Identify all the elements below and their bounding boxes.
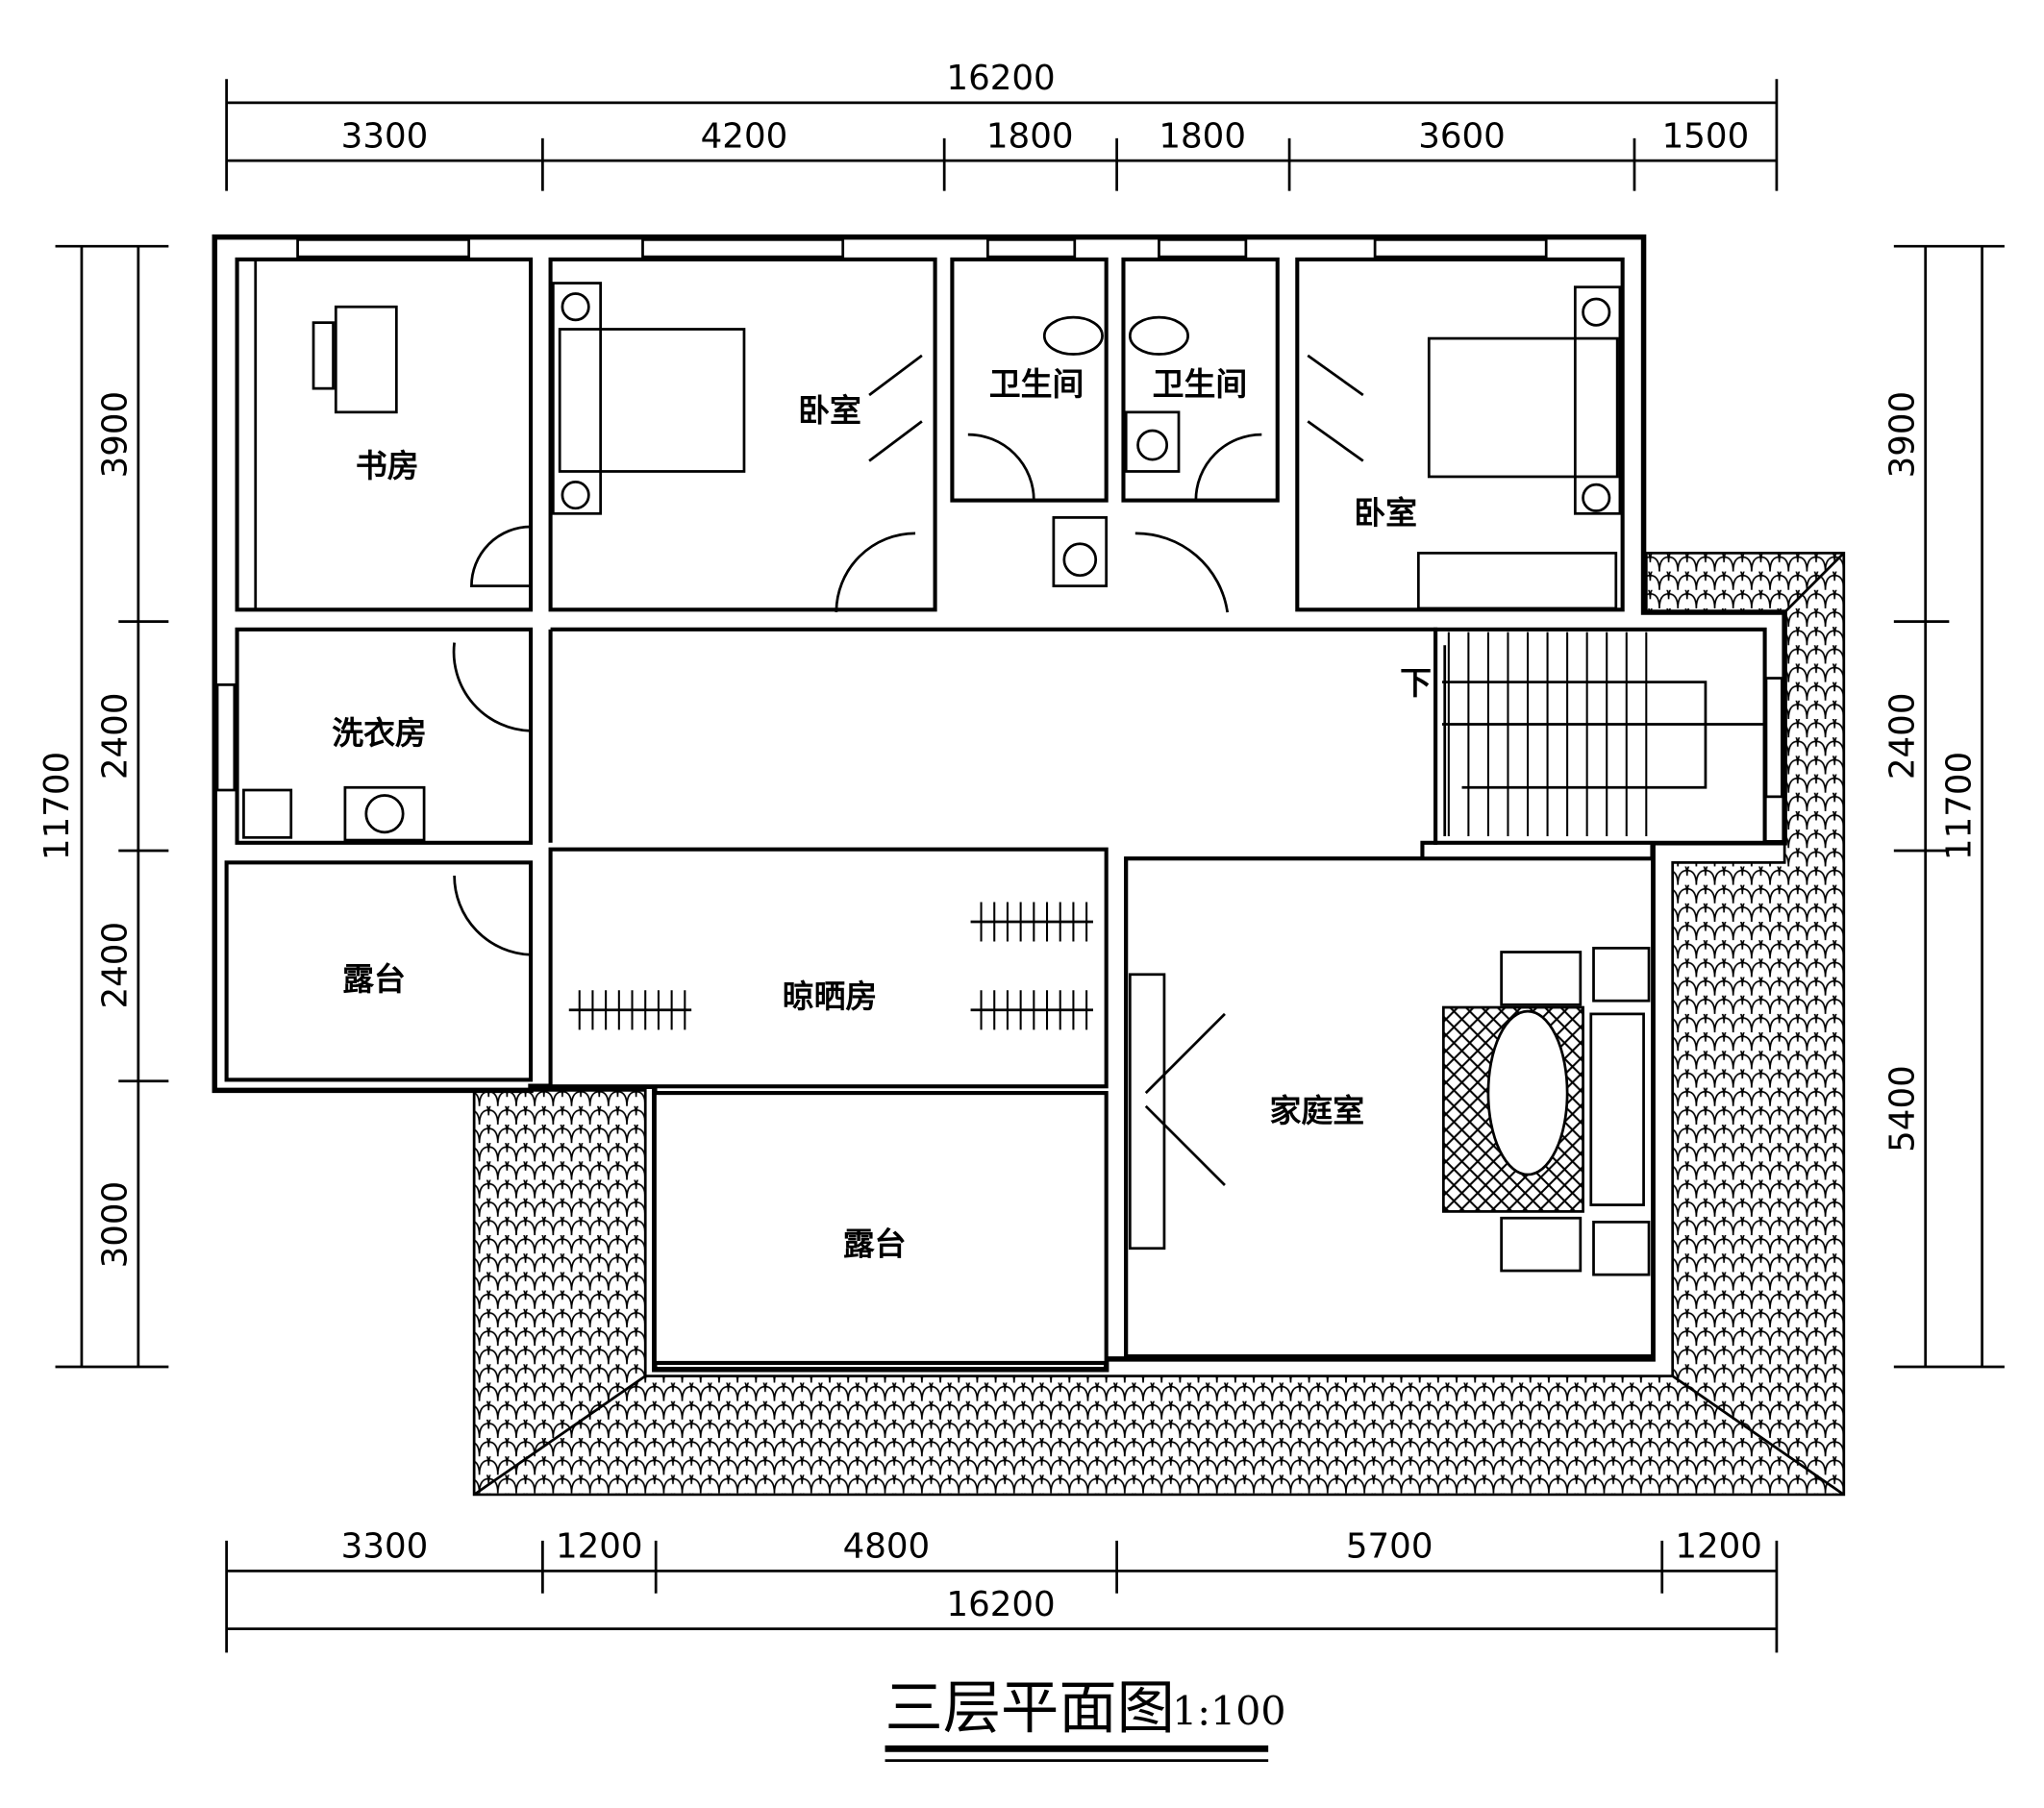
bed-icon [1427,336,1619,479]
bed-icon [558,328,746,473]
sink-icon [1052,516,1109,588]
label-bedroom-1: 卧室 [798,391,861,429]
basin-icon [343,785,426,842]
dim-left: 2400 [96,693,136,780]
doors [452,354,1364,1186]
washer-icon [242,788,293,839]
dim-top: 4200 [701,116,788,156]
label-family: 家庭室 [1270,1092,1365,1129]
room-terrace-2 [652,1091,1109,1365]
dimension-bottom: 3300 1200 4800 5700 1200 16200 [225,1527,1779,1653]
toilet-icon [1128,315,1189,356]
room-drying [548,847,1109,1089]
label-stair-down: 下 [1400,664,1432,702]
label-bath-2: 卫生间 [1153,365,1248,403]
label-bedroom-2: 卧室 [1354,494,1417,532]
dim-top: 3600 [1418,116,1506,156]
toilet-icon [1042,315,1104,356]
drawing-scale: 1:100 [1172,1689,1285,1735]
label-laundry: 洗衣房 [332,714,427,752]
label-study: 书房 [356,447,419,484]
desk-icon [334,305,398,414]
dim-top: 1800 [986,116,1074,156]
room-laundry [235,627,534,845]
label-bath-1: 卫生间 [989,365,1084,403]
dim-bottom: 3300 [341,1527,429,1567]
dimension-right: 3900 2400 5400 11700 [1882,244,2005,1369]
dim-right: 3900 [1882,391,1922,479]
dim-bottom: 1200 [1675,1527,1762,1567]
room-study [235,257,534,612]
dim-right: 5400 [1882,1065,1922,1152]
sink-icon [1124,410,1181,473]
walls [212,234,1787,1373]
dimension-top: 16200 3300 4200 1800 1800 3600 1500 [225,59,1779,191]
dim-bottom: 4800 [843,1527,931,1567]
bookshelf-icon [236,258,258,611]
room-terrace-1 [224,860,534,1082]
label-terrace-2: 露台 [843,1226,907,1263]
stair [1433,627,1767,845]
dim-bottom-total: 16200 [946,1585,1055,1624]
sofa-icon [1589,1012,1645,1206]
dim-bottom: 1200 [556,1527,643,1567]
room-bedroom-2 [1295,257,1625,612]
dim-bottom: 5700 [1346,1527,1433,1567]
dim-right: 2400 [1882,693,1922,780]
drawing-title: 三层平面图 [885,1674,1175,1742]
label-drying: 晾晒房 [783,978,878,1015]
dim-left: 3900 [96,391,136,479]
wardrobe-icon [1416,552,1618,610]
dim-right-total: 11700 [1939,752,1979,860]
dim-top: 1800 [1159,116,1246,156]
dim-top: 1500 [1662,116,1750,156]
dim-top-total: 16200 [946,59,1055,98]
label-terrace-1: 露台 [342,960,406,998]
dim-top: 3300 [341,116,429,156]
dim-left: 2400 [96,922,136,1009]
furniture [236,258,1765,1276]
tv-cabinet-icon [1128,973,1166,1251]
dimension-left: 11700 3900 2400 2400 3000 [37,244,169,1369]
dim-left-total: 11700 [37,752,77,860]
room-bath-1 [950,257,1109,503]
dim-left: 3000 [96,1181,136,1269]
